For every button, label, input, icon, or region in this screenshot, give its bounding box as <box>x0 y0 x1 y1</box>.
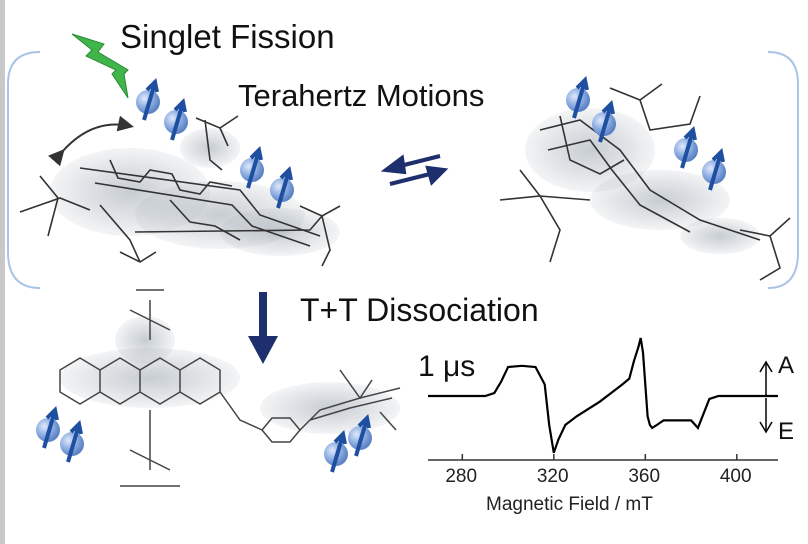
molecule-top-left <box>19 115 341 267</box>
spin-arrow-icon <box>246 145 263 189</box>
spin-arrow-icon <box>142 77 159 121</box>
epr-tick-label: 280 <box>445 466 478 487</box>
rotation-arrow <box>48 115 134 167</box>
spin-arrow-icon <box>42 405 59 449</box>
epr-axes <box>428 454 778 461</box>
absorption-label: A <box>778 352 795 379</box>
spin-pairs <box>36 75 726 473</box>
panel-bracket <box>7 51 41 289</box>
epr-tick-label: 360 <box>628 466 661 487</box>
spin-arrow-icon <box>572 75 589 119</box>
panel-bracket-right <box>767 51 799 289</box>
dissociation-arrow <box>248 292 278 364</box>
spin-arrow-icon <box>66 419 83 463</box>
epr-trace <box>428 337 778 454</box>
lightning-icon <box>71 33 129 99</box>
epr-spectrum <box>428 337 778 461</box>
spin-arrow-icon <box>276 165 293 209</box>
left-border <box>0 0 5 544</box>
spin-arrow-icon <box>708 147 725 191</box>
spin-arrow-icon <box>330 429 347 473</box>
spin-arrow-icon <box>598 99 615 143</box>
emission-label: E <box>778 418 795 445</box>
molecule-top-right <box>499 83 791 281</box>
epr-x-axis-label: Magnetic Field / mT <box>486 494 653 515</box>
terahertz-motions-label: Terahertz Motions <box>238 78 485 113</box>
singlet-fission-label: Singlet Fission <box>120 18 335 55</box>
spin-arrow-icon <box>354 413 371 457</box>
epr-a-arrow <box>759 360 773 396</box>
epr-tick-label: 400 <box>719 466 752 487</box>
epr-time-label: 1 μs <box>418 350 476 383</box>
epr-e-arrow <box>759 398 773 434</box>
equilibrium-arrows <box>380 154 449 186</box>
spin-arrow-icon <box>680 125 697 169</box>
epr-tick-label: 320 <box>536 466 569 487</box>
tt-dissociation-label: T+T Dissociation <box>300 292 539 328</box>
spin-arrow-icon <box>170 97 187 141</box>
